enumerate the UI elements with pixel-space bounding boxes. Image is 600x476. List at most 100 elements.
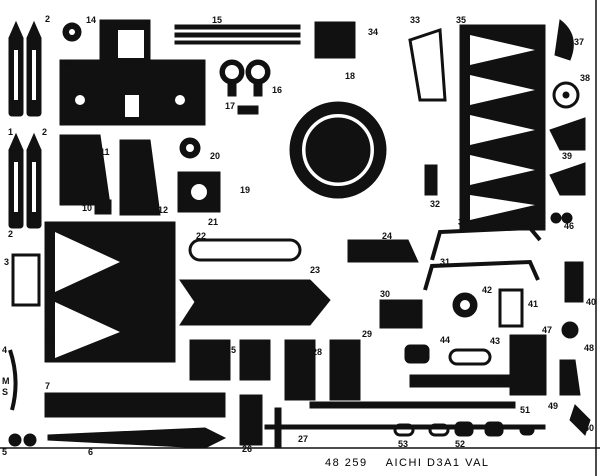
part-39b [549, 162, 586, 196]
part-label: 18 [345, 71, 356, 81]
part-label: 51 [520, 405, 531, 415]
part-22-band [188, 238, 302, 262]
part-26 [239, 394, 263, 446]
part-50 [569, 404, 591, 436]
part-41 [498, 288, 524, 328]
part-15-rails [174, 24, 301, 45]
part-51-rail [309, 401, 516, 409]
part-9-wing-bracket [44, 221, 176, 363]
part-label: 42 [482, 285, 493, 295]
part-label: 41 [528, 299, 539, 309]
part-label: 17 [225, 101, 236, 111]
part-label: 20 [210, 151, 221, 161]
part-label: 23 [310, 265, 321, 275]
part-label: 1 [8, 127, 14, 137]
part-32 [424, 164, 438, 196]
side-letter-m: M [2, 376, 10, 386]
part-label: 25 [226, 345, 237, 355]
part-49 [559, 359, 581, 396]
part-12-panel [119, 139, 161, 216]
part-label: 35 [456, 15, 467, 25]
part-44 [404, 344, 430, 364]
part-label: 9 [60, 221, 66, 231]
part-label: 32 [430, 199, 441, 209]
part-label: 24 [382, 231, 393, 241]
part-label: 3 [4, 257, 10, 267]
part-47 [509, 334, 547, 396]
part-1-2-rack-upper [8, 20, 42, 117]
part-33-frame [408, 27, 447, 102]
part-label: 50 [584, 423, 595, 433]
catalog-number: 48 259 [325, 457, 368, 469]
part-label: 2 [8, 229, 14, 239]
part-label: 4 [2, 345, 8, 355]
part-24 [347, 239, 419, 263]
part-label: 15 [212, 15, 223, 25]
part-11-panel [59, 134, 111, 206]
part-25a [189, 339, 231, 381]
part-label: 38 [580, 73, 591, 83]
part-3-frame [11, 253, 41, 307]
part-label: 40 [586, 297, 597, 307]
part-4-strut [8, 349, 18, 411]
part-label: 52 [455, 439, 466, 449]
part-label: 47 [542, 325, 553, 335]
part-label: 29 [362, 329, 373, 339]
part-label: 21 [208, 217, 219, 227]
part-label: 28 [312, 347, 323, 357]
part-label: 13 [62, 59, 73, 69]
part-label: 49 [548, 401, 559, 411]
part-label: 39 [562, 151, 573, 161]
part-38-wheel [552, 81, 580, 109]
part-34-block [314, 21, 356, 59]
part-label: 14 [86, 15, 97, 25]
part-label: 44 [440, 335, 451, 345]
part-10 [94, 199, 112, 215]
part-40 [564, 261, 584, 303]
part-label: 7 [45, 381, 51, 391]
part-46 [550, 212, 562, 224]
side-letter-s: S [2, 387, 9, 397]
part-53 [393, 423, 415, 437]
part-label: 34 [368, 27, 379, 37]
part-label: 53 [398, 439, 409, 449]
part-25b [239, 339, 271, 381]
part-1-2-rack-lower [8, 132, 42, 229]
part-label: 36 [458, 217, 469, 227]
part-16-gauges [219, 59, 271, 97]
part-label: 5 [2, 447, 8, 457]
sheet-title: AICHI D3A1 VAL [385, 457, 490, 469]
part-label: 19 [240, 185, 251, 195]
part-label: 2 [42, 127, 48, 137]
part-37 [554, 19, 574, 61]
part-48 [561, 321, 579, 339]
part-label: 10 [82, 203, 93, 213]
part-label: 46 [564, 221, 575, 231]
part-28 [284, 339, 316, 401]
part-label: 11 [100, 147, 110, 157]
part-label: 48 [584, 343, 595, 353]
part-label: 27 [298, 434, 309, 444]
part-30 [379, 299, 423, 329]
part-29 [329, 339, 361, 401]
part-13-panel [59, 19, 206, 126]
part-label: 12 [158, 205, 169, 215]
part-23-cowl [179, 279, 331, 326]
part-label: 33 [410, 15, 421, 25]
part-label: 26 [242, 444, 253, 454]
part-label: 8 [45, 334, 51, 344]
part-label: 1 [12, 103, 18, 113]
part-label: 45 [492, 376, 503, 386]
part-5-ring [8, 433, 22, 447]
part-43 [448, 348, 492, 366]
part-label: 43 [490, 336, 501, 346]
sheet-footer: 48 259 AICHI D3A1 VAL [325, 457, 504, 469]
part-39a [549, 117, 586, 151]
part-label: 6 [88, 447, 94, 457]
part-7-strip [44, 392, 226, 418]
part-52 [454, 421, 474, 437]
part-label: 2 [45, 14, 51, 24]
part-label: 37 [574, 37, 585, 47]
